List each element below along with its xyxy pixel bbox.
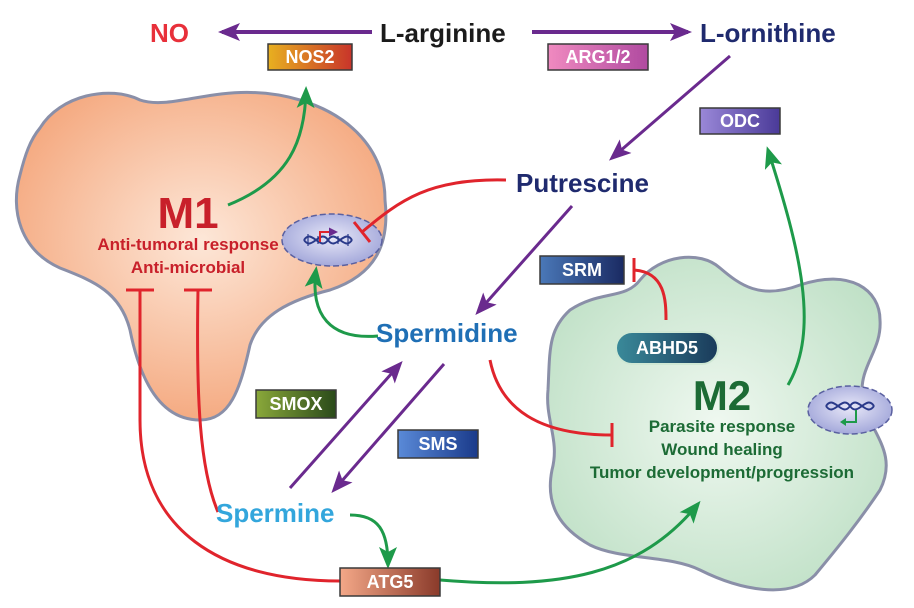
smox-box: SMOX [255,389,337,419]
m1-cell [14,90,388,422]
m1-line-1: Anti-tumoral response [97,235,278,254]
inhibit-bar [352,221,372,243]
svg-text:NOS2: NOS2 [285,47,334,67]
m1-title: M1 [157,189,218,238]
svg-text:SRM: SRM [562,260,602,280]
inhibit-spermidine-to-m2 [488,359,613,437]
svg-text:SMS: SMS [418,434,457,454]
arrow-m1-to-nos2 [227,86,315,207]
m2-line-3: Tumor development/progression [590,463,854,482]
m2-nucleus-dna-icon [807,385,893,435]
arrow-spermidine-to-spermine [331,363,446,494]
inhibit-abhd5-to-srm [633,268,668,321]
nos2-box: NOS2 [267,43,353,71]
spermidine-label: Spermidine [376,318,518,348]
arrow-spermidine-to-m1-nucleus [304,266,379,338]
inhibit-putrescine-to-m1-nucleus [361,178,507,234]
srm-box: SRM [539,255,625,285]
m2-line-1: Parasite response [649,417,795,436]
m1-line-2: Anti-microbial [131,258,245,277]
svg-text:SMOX: SMOX [269,394,322,414]
arrow-m2-to-odc [764,146,806,386]
sms-box: SMS [397,429,479,459]
arrow-atg5-to-m2 [439,500,701,585]
spermine-label: Spermine [216,498,335,528]
svg-text:ODC: ODC [720,111,760,131]
l-ornithine-label: L-ornithine [700,18,836,48]
m2-title: M2 [693,372,751,419]
svg-text:ABHD5: ABHD5 [636,338,698,358]
arrow-putrescine-to-spermidine [475,205,574,315]
arrow-spermine-to-spermidine [288,361,403,489]
svg-text:ARG1/2: ARG1/2 [565,47,630,67]
svg-text:ATG5: ATG5 [367,572,414,592]
arrow-spermine-to-atg5 [349,513,397,569]
arg12-box: ARG1/2 [547,43,649,71]
inhibit-atg5-to-m1 [138,290,341,583]
arrow-ornithine-to-putrescine [608,54,731,161]
atg5-box: ATG5 [339,567,441,597]
abhd5-pill: ABHD5 [615,331,719,365]
inhibit-spermine-to-m1 [196,289,220,513]
odc-box: ODC [699,107,781,135]
putrescine-label: Putrescine [516,168,649,198]
m2-line-2: Wound healing [661,440,783,459]
no-label: NO [150,18,189,48]
l-arginine-label: L-arginine [380,18,506,48]
